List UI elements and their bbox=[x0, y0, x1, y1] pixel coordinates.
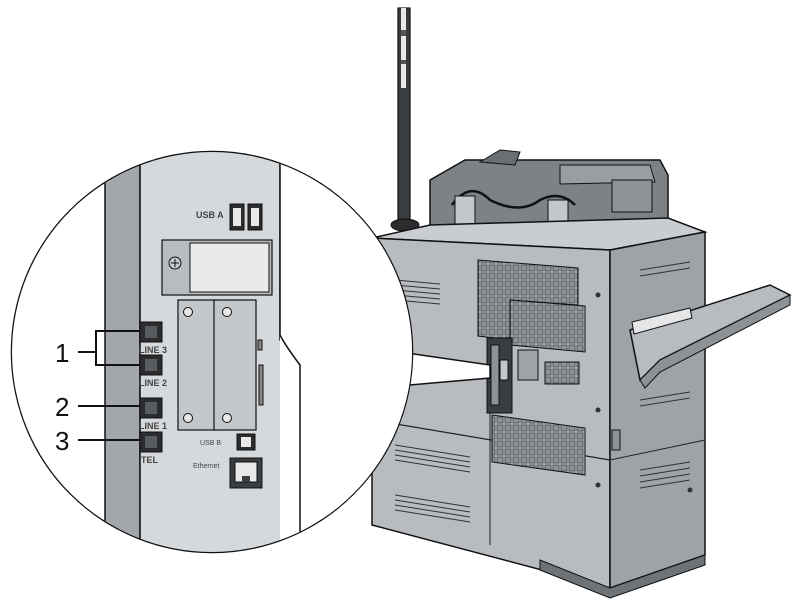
vent-small bbox=[545, 362, 579, 384]
callout-1-number: 1 bbox=[55, 338, 69, 368]
line2-label: LINE 2 bbox=[139, 378, 167, 388]
line3-label: LINE 3 bbox=[139, 345, 167, 355]
line1-label: LINE 1 bbox=[139, 421, 167, 431]
vent-grid-mid bbox=[510, 300, 585, 352]
body-side-face bbox=[610, 232, 705, 588]
line2-jack bbox=[140, 355, 162, 375]
line1-jack bbox=[140, 398, 162, 418]
expansion-slots bbox=[178, 300, 263, 430]
cover-plate bbox=[162, 240, 272, 295]
antenna bbox=[391, 8, 419, 231]
ethernet-port bbox=[230, 458, 262, 488]
callout-2-number: 2 bbox=[55, 392, 69, 422]
line3-jack bbox=[140, 322, 162, 342]
usb-b-port bbox=[237, 434, 255, 450]
usb-a-label: USB A bbox=[196, 210, 224, 220]
usb-b-label: USB B bbox=[200, 440, 221, 447]
printer-machine bbox=[372, 8, 790, 598]
ethernet-label: Ethernet bbox=[193, 463, 220, 470]
tel-jack bbox=[140, 432, 162, 452]
callout-3-number: 3 bbox=[55, 426, 69, 456]
tel-label: TEL bbox=[141, 455, 159, 465]
